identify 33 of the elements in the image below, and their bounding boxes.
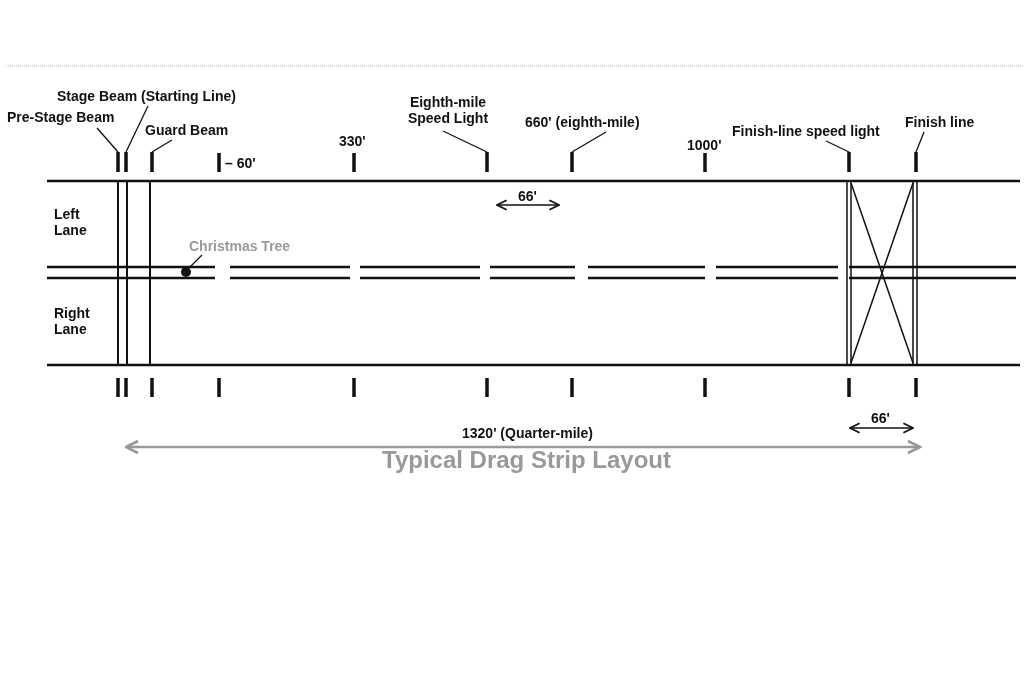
- speed-light-marker: [485, 152, 489, 172]
- distance-label: 1000': [687, 137, 722, 153]
- leader-line: [188, 254, 203, 269]
- beam-marker: [116, 152, 120, 172]
- callout-label: Christmas Tree: [189, 238, 291, 254]
- christmas-tree-marker: [181, 267, 191, 277]
- dimension-label: 66': [518, 188, 537, 204]
- distance-marker: [570, 152, 574, 172]
- callout-label: Eighth-mile Speed Light: [398, 94, 498, 126]
- distance-label: – 60': [225, 155, 256, 171]
- leader-line: [915, 131, 925, 153]
- leader-line: [125, 105, 149, 153]
- leader-line: [442, 130, 488, 153]
- dimension-label: 1320' (Quarter-mile): [462, 425, 593, 441]
- leader-line: [96, 127, 119, 153]
- callout-label: Guard Beam: [145, 122, 229, 138]
- beam-marker: [124, 152, 128, 172]
- speed-light-marker: [847, 152, 851, 172]
- distance-label: 330': [339, 133, 366, 149]
- leader-line: [151, 139, 173, 153]
- leader-line: [571, 131, 607, 153]
- callout-label: 660' (eighth-mile): [525, 114, 640, 130]
- finish-marker: [914, 152, 918, 172]
- diagram-title: Typical Drag Strip Layout: [382, 446, 671, 474]
- lane-label: Left Lane: [54, 206, 88, 238]
- callout-label: Finish-line speed light: [732, 123, 880, 139]
- dimension-label: 66': [871, 410, 890, 426]
- leader-line: [825, 140, 850, 153]
- lane-label: Right Lane: [54, 305, 91, 337]
- beam-marker: [150, 152, 154, 172]
- callout-label: Pre-Stage Beam: [7, 109, 115, 125]
- callout-label: Stage Beam (Starting Line): [57, 88, 236, 104]
- callout-label: Finish line: [905, 114, 975, 130]
